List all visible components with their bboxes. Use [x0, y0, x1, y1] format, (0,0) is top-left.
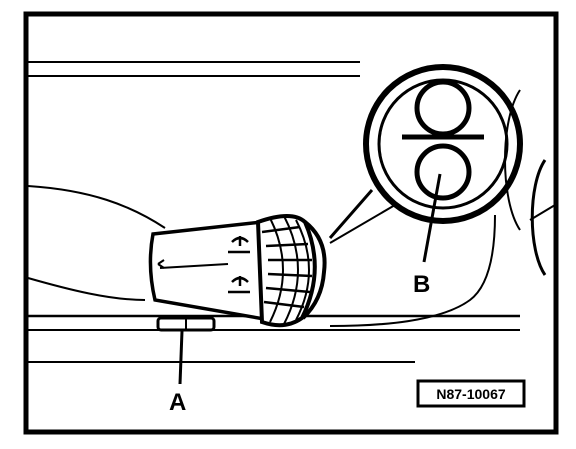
figure-frame [23, 11, 559, 435]
callout-label-b: B [413, 271, 430, 298]
upper-symbol-circle [414, 79, 472, 137]
callout-leaders [178, 173, 442, 385]
callout-label-a: A [169, 389, 186, 416]
dashboard-trim [27, 61, 556, 363]
lower-symbol-circle [414, 143, 472, 201]
reference-code-label: N87-10067 [436, 386, 505, 402]
wiper-stalk [148, 214, 327, 332]
washer-symbol-icon [228, 276, 250, 294]
reference-code-box [416, 379, 526, 408]
detail-magnifier [328, 64, 523, 244]
wiper-symbol-icon [228, 236, 250, 254]
